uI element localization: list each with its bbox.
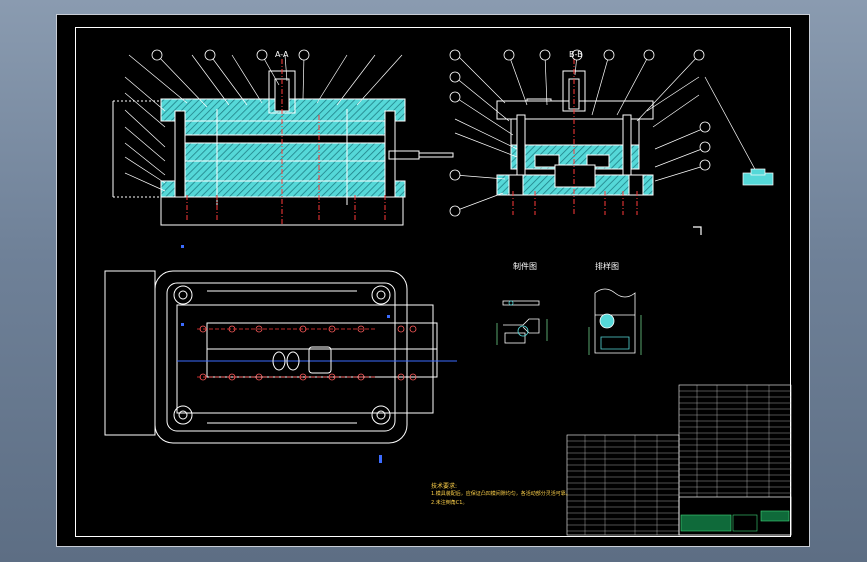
parts-list-rows: [567, 385, 791, 535]
cad-drawing: [104, 49, 792, 536]
notes-heading: 技术要求:: [431, 483, 458, 490]
drawing-sheet: A-A B-B 制件图 排样图 技术要求: 1.模具装配后，应保证凸凹模间隙均匀…: [56, 14, 810, 547]
section-label-a: A-A: [275, 50, 289, 59]
drawing-border: [75, 27, 791, 537]
side-section-view: [496, 70, 654, 196]
section-label-b: B-B: [569, 50, 583, 59]
strip-layout: [588, 288, 642, 355]
part-drawing: [496, 300, 548, 345]
front-section-view: [112, 70, 454, 226]
detail-part: [693, 168, 774, 235]
part-drawing-label: 制件图: [513, 262, 537, 271]
notes-line-1: 1.模具装配后，应保证凸凹模间隙均匀，各活动部分灵活可靠。: [431, 491, 571, 497]
notes-line-2: 2.未注倒角C1。: [431, 500, 468, 506]
plan-view: [104, 270, 457, 444]
plan-holes: [199, 325, 417, 381]
title-block: [678, 496, 792, 536]
strip-layout-label: 排样图: [595, 262, 619, 271]
